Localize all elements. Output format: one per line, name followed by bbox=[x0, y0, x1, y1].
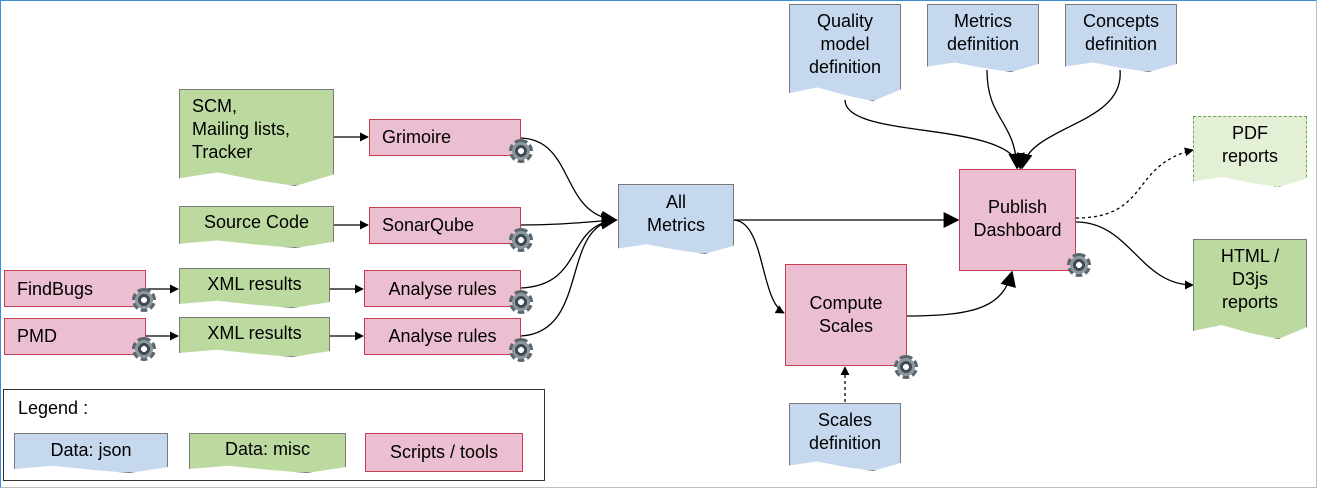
scales-definition-doc: Scales definition bbox=[789, 403, 901, 471]
gear-icon bbox=[132, 337, 156, 361]
edge-allmetrics-compute bbox=[733, 219, 785, 314]
edge-analyse2-allmetrics bbox=[520, 213, 618, 337]
legend-json-swatch: Data: json bbox=[14, 433, 168, 473]
xml-results-doc-1: XML results bbox=[179, 268, 330, 308]
source-code-label: Source Code bbox=[203, 212, 310, 232]
analyse-rules-label: Analyse rules bbox=[388, 279, 497, 299]
concepts-definition-label: Concepts definition bbox=[1082, 11, 1160, 54]
edge-publish-pdf bbox=[1075, 147, 1194, 219]
edge-analyse1-allmetrics bbox=[520, 213, 618, 289]
html-d3js-reports-doc: HTML / D3js reports bbox=[1193, 239, 1307, 339]
scales-definition-label: Scales definition bbox=[808, 410, 882, 453]
grimoire-label: Grimoire bbox=[382, 127, 452, 147]
grimoire-tool: Grimoire bbox=[369, 119, 521, 156]
pmd-label: PMD bbox=[17, 326, 57, 346]
sonarqube-label: SonarQube bbox=[382, 215, 475, 235]
legend-tools-label: Scripts / tools bbox=[389, 442, 499, 462]
edge-publish-html bbox=[1075, 221, 1194, 290]
findbugs-label: FindBugs bbox=[17, 279, 94, 299]
quality-model-label: Quality model definition bbox=[808, 11, 882, 77]
scm-mailing-tracker-doc: SCM, Mailing lists, Tracker bbox=[179, 89, 334, 186]
legend-title: Legend : bbox=[18, 398, 89, 418]
pmd-tool: PMD bbox=[4, 318, 146, 355]
edge-compute-publish bbox=[906, 270, 1016, 317]
edge-concepts-publish bbox=[1016, 69, 1121, 170]
compute-scales-tool: Compute Scales bbox=[785, 264, 907, 366]
metrics-definition-doc: Metrics definition bbox=[927, 4, 1039, 72]
quality-model-definition-doc: Quality model definition bbox=[789, 4, 901, 101]
gear-icon bbox=[894, 355, 918, 379]
xml-results-label: XML results bbox=[207, 323, 302, 343]
gear-icon bbox=[509, 228, 533, 252]
edge-grimoire-allmetrics bbox=[520, 137, 618, 227]
analyse-rules-tool-2: Analyse rules bbox=[364, 318, 521, 355]
all-metrics-doc: All Metrics bbox=[618, 184, 734, 254]
analyse-rules-label: Analyse rules bbox=[388, 326, 497, 346]
edge-metrics-publish bbox=[986, 69, 1025, 170]
gear-icon bbox=[1067, 253, 1091, 277]
pdf-reports-doc: PDF reports bbox=[1193, 116, 1307, 187]
legend-misc-swatch: Data: misc bbox=[189, 433, 346, 473]
xml-results-label: XML results bbox=[207, 274, 302, 294]
pdf-reports-label: PDF reports bbox=[1221, 123, 1279, 166]
sonarqube-tool: SonarQube bbox=[369, 207, 521, 244]
legend-tools-swatch: Scripts / tools bbox=[365, 433, 523, 472]
legend-misc-label: Data: misc bbox=[224, 439, 311, 459]
legend: Legend : Data: json Data: misc Scripts /… bbox=[3, 389, 545, 481]
scm-label: SCM, Mailing lists, Tracker bbox=[192, 96, 291, 162]
edge-quality-publish bbox=[844, 99, 1025, 170]
all-metrics-label: All Metrics bbox=[647, 192, 705, 235]
gear-icon bbox=[509, 338, 533, 362]
xml-results-doc-2: XML results bbox=[179, 317, 330, 357]
gear-icon bbox=[132, 288, 156, 312]
gear-icon bbox=[509, 290, 533, 314]
gear-icon bbox=[509, 139, 533, 163]
legend-json-label: Data: json bbox=[50, 440, 132, 460]
findbugs-tool: FindBugs bbox=[4, 270, 146, 307]
source-code-doc: Source Code bbox=[179, 206, 334, 248]
html-reports-label: HTML / D3js reports bbox=[1220, 246, 1280, 312]
metrics-definition-label: Metrics definition bbox=[946, 11, 1020, 54]
analyse-rules-tool-1: Analyse rules bbox=[364, 270, 521, 307]
publish-dashboard-tool: Publish Dashboard bbox=[959, 169, 1076, 271]
compute-scales-label: Compute Scales bbox=[809, 293, 883, 336]
concepts-definition-doc: Concepts definition bbox=[1065, 4, 1177, 72]
publish-dashboard-label: Publish Dashboard bbox=[973, 197, 1062, 240]
